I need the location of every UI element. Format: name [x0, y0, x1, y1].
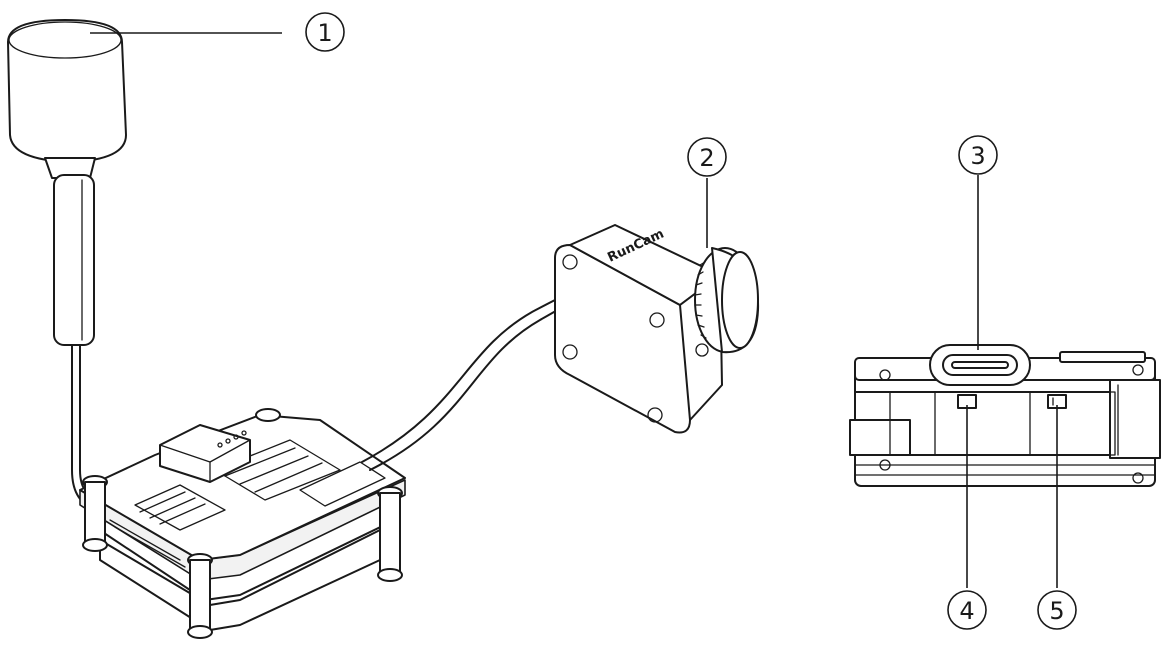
callout-5-label: 5: [1049, 597, 1064, 625]
callout-3: 3: [958, 135, 998, 175]
standoff-screws: [82, 408, 403, 639]
callout-2: 2: [687, 137, 727, 177]
camera: RunCam: [554, 224, 760, 434]
vtx-board: [79, 408, 406, 639]
callout-2-label: 2: [699, 144, 714, 172]
leader-lines: [90, 32, 1058, 588]
antenna: [7, 19, 127, 511]
callout-3-label: 3: [970, 142, 985, 170]
callout-1-label: 1: [317, 19, 332, 47]
callout-4-label: 4: [959, 597, 974, 625]
callout-1: 1: [305, 12, 345, 52]
callout-4: 4: [947, 590, 987, 630]
callout-5: 5: [1037, 590, 1077, 630]
side-view-module: [849, 344, 1161, 487]
